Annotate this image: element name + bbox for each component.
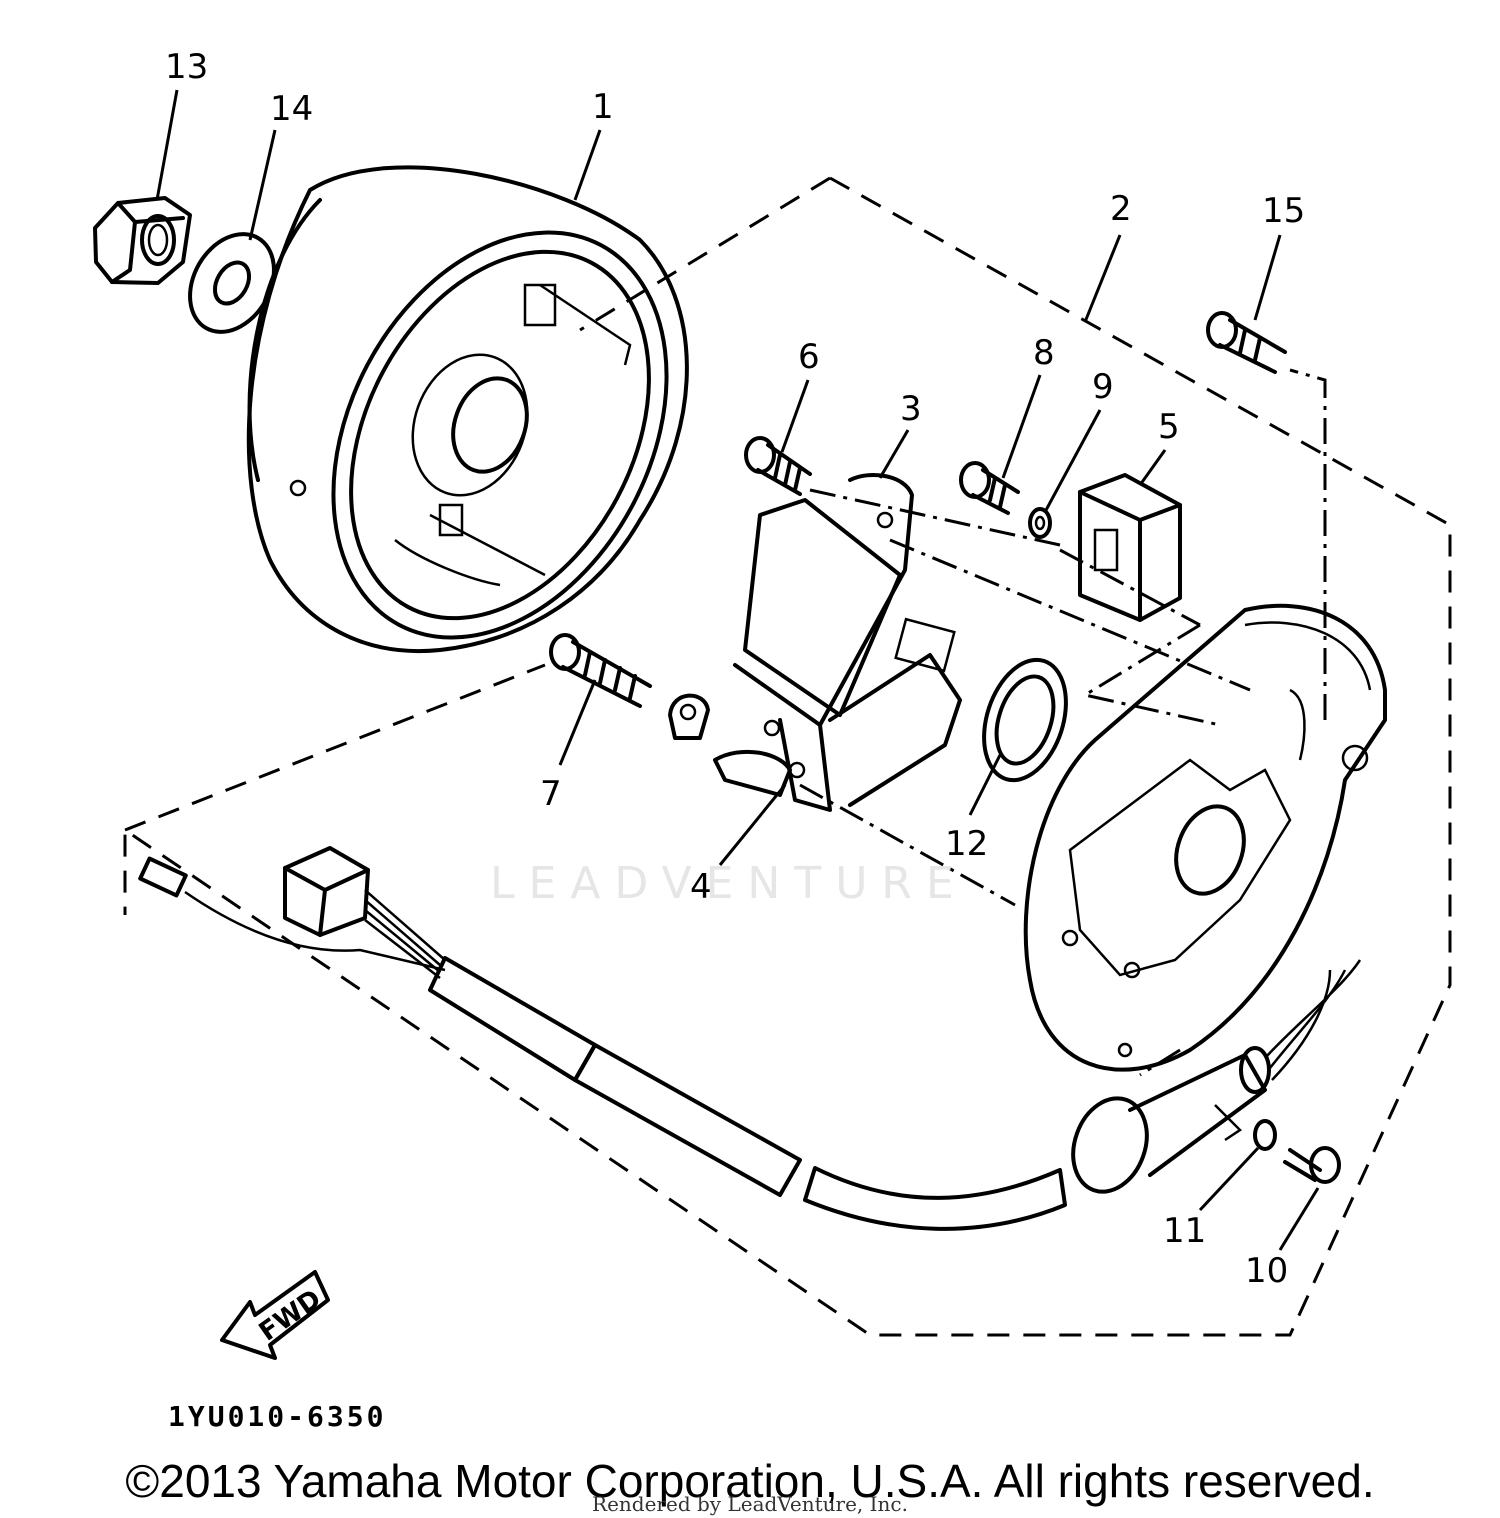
callout-5: 5: [1158, 407, 1180, 447]
callout-3: 3: [900, 389, 922, 429]
clamp-part: [668, 693, 710, 740]
flywheel-rotor-part: [246, 165, 689, 653]
screw-6-part: [744, 436, 812, 496]
rendered-by-notice: Rendered by LeadVenture, Inc.: [592, 1492, 908, 1516]
alignment-line: [799, 368, 1327, 1077]
callout-7: 7: [540, 774, 562, 814]
callout-14: 14: [270, 89, 313, 129]
screw-7-part: [549, 633, 652, 708]
callout-1: 1: [592, 87, 614, 127]
watermark: LEADVENTURE: [490, 858, 968, 909]
nut-part: [93, 196, 192, 285]
callout-9: 9: [1092, 367, 1114, 407]
charge-coil-3-part: [733, 473, 962, 812]
coil-4-part: [713, 749, 792, 797]
lock-washer-9-part: [1028, 507, 1052, 539]
callout-numbers: 13 14 1 2 15 6 8 3 9 5 7 12 4 11 10: [165, 47, 1305, 1291]
connector-block-5-part: [1078, 473, 1182, 622]
callout-6: 6: [798, 337, 820, 377]
screw-15-part: [1206, 311, 1287, 374]
callout-8: 8: [1033, 333, 1055, 373]
copyright-notice: ©2013 Yamaha Motor Corporation, U.S.A. A…: [125, 1455, 1375, 1507]
oil-seal-12-part: [982, 657, 1068, 783]
screw-10-part: [1283, 1146, 1341, 1184]
washer-11-part: [1253, 1119, 1277, 1151]
callout-4: 4: [690, 867, 712, 907]
callout-10: 10: [1245, 1251, 1288, 1291]
fwd-label: FWD: [254, 1284, 327, 1348]
part-code: 1YU010-6350: [168, 1400, 387, 1433]
stator-base-plate-part: [1023, 603, 1387, 1072]
screw-8-part: [959, 461, 1020, 515]
callout-11: 11: [1163, 1211, 1206, 1251]
callout-2: 2: [1110, 189, 1132, 229]
wire-harness-part: [138, 846, 1362, 1231]
callout-13: 13: [165, 47, 208, 87]
forward-arrow-icon: FWD: [220, 1270, 330, 1360]
callout-12: 12: [945, 824, 988, 864]
callout-15: 15: [1262, 191, 1305, 231]
assembly-boundary: [123, 176, 1452, 1337]
leader-lines: [155, 89, 1320, 1251]
